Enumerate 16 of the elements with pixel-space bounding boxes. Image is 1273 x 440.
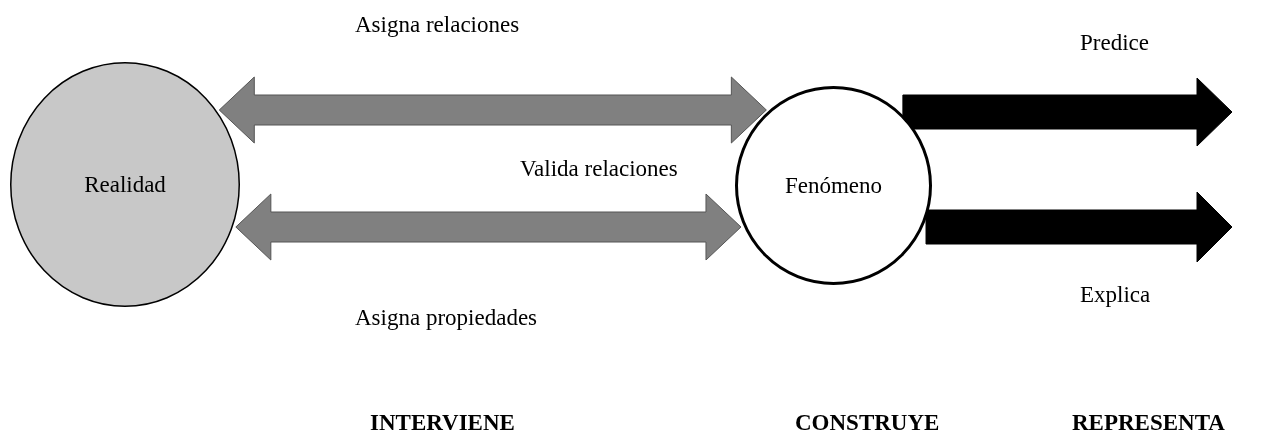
annotation-text: Valida relaciones [520,156,678,182]
section-heading: INTERVIENE [370,410,515,436]
block-arrow [235,193,742,261]
block-arrow [902,77,1233,147]
edge-label: Asigna propiedades [355,305,538,331]
node-label: Fenómeno [784,172,883,198]
section-heading: REPRESENTA [1072,410,1225,436]
block-arrow [925,191,1233,263]
circle-node [10,62,240,307]
edge-label: Asigna relaciones [355,12,520,38]
circle-node [735,86,932,285]
block-arrow [218,76,767,144]
node-label: Realidad [84,171,166,197]
edge-label: Explica [1080,282,1151,308]
edge-label: Predice [1080,30,1149,56]
section-heading: CONSTRUYE [795,410,940,436]
